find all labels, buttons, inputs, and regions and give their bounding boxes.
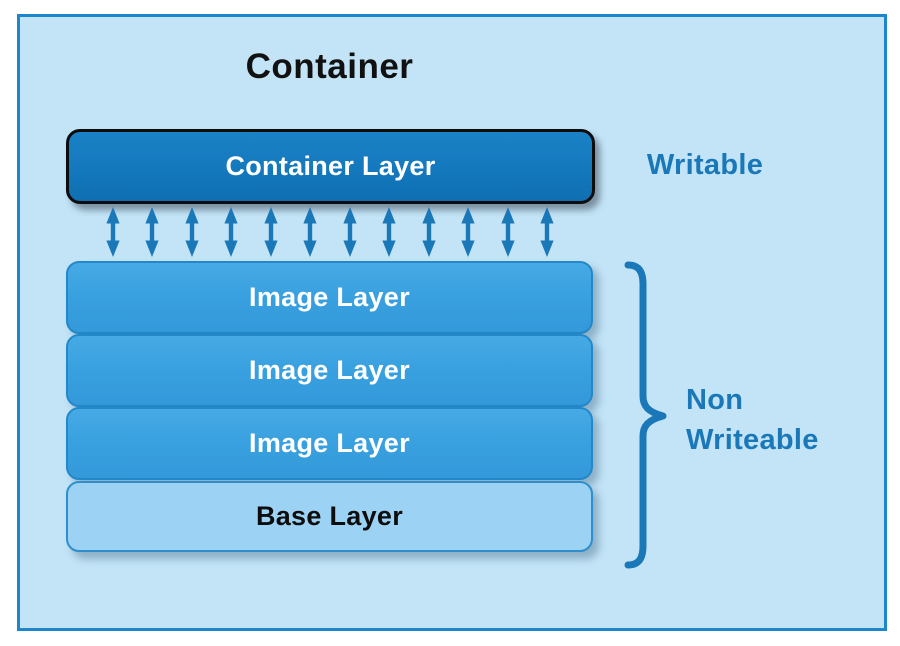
base-layer-label: Base Layer (255, 501, 404, 531)
container-panel: Container Container Layer Writable Image… (17, 14, 887, 631)
double-headed-vertical-arrow-icon (382, 207, 396, 257)
double-headed-vertical-arrow-icon (461, 207, 475, 257)
container-layer-box: Container Layer (66, 129, 595, 204)
double-headed-vertical-arrow-icon (343, 207, 357, 257)
base-layer-box: Base Layer (66, 481, 593, 552)
curly-brace-icon (621, 260, 669, 570)
container-layer-label: Container Layer (225, 151, 436, 181)
image-layer-box-2: Image Layer (66, 334, 593, 407)
image-layer-label: Image Layer (249, 428, 410, 458)
double-headed-vertical-arrow-icon (106, 207, 120, 257)
double-headed-vertical-arrow-icon (224, 207, 238, 257)
double-headed-vertical-arrow-icon (422, 207, 436, 257)
double-headed-vertical-arrow-icon (303, 207, 317, 257)
image-layer-box-3: Image Layer (66, 407, 593, 480)
double-headed-vertical-arrow-icon (185, 207, 199, 257)
image-layer-label: Image Layer (249, 355, 410, 385)
diagram-title: Container (245, 47, 414, 86)
double-headed-vertical-arrow-icon (145, 207, 160, 257)
double-headed-vertical-arrow-icon (540, 207, 554, 257)
double-headed-vertical-arrow-icon (264, 207, 278, 257)
image-layer-box-1: Image Layer (66, 261, 593, 334)
image-layer-label: Image Layer (249, 282, 410, 312)
arrows-row (106, 207, 554, 257)
writable-label: Writable (646, 149, 764, 181)
double-headed-vertical-arrow-icon (500, 207, 515, 257)
non-writeable-label: Non Writeable (686, 384, 819, 456)
